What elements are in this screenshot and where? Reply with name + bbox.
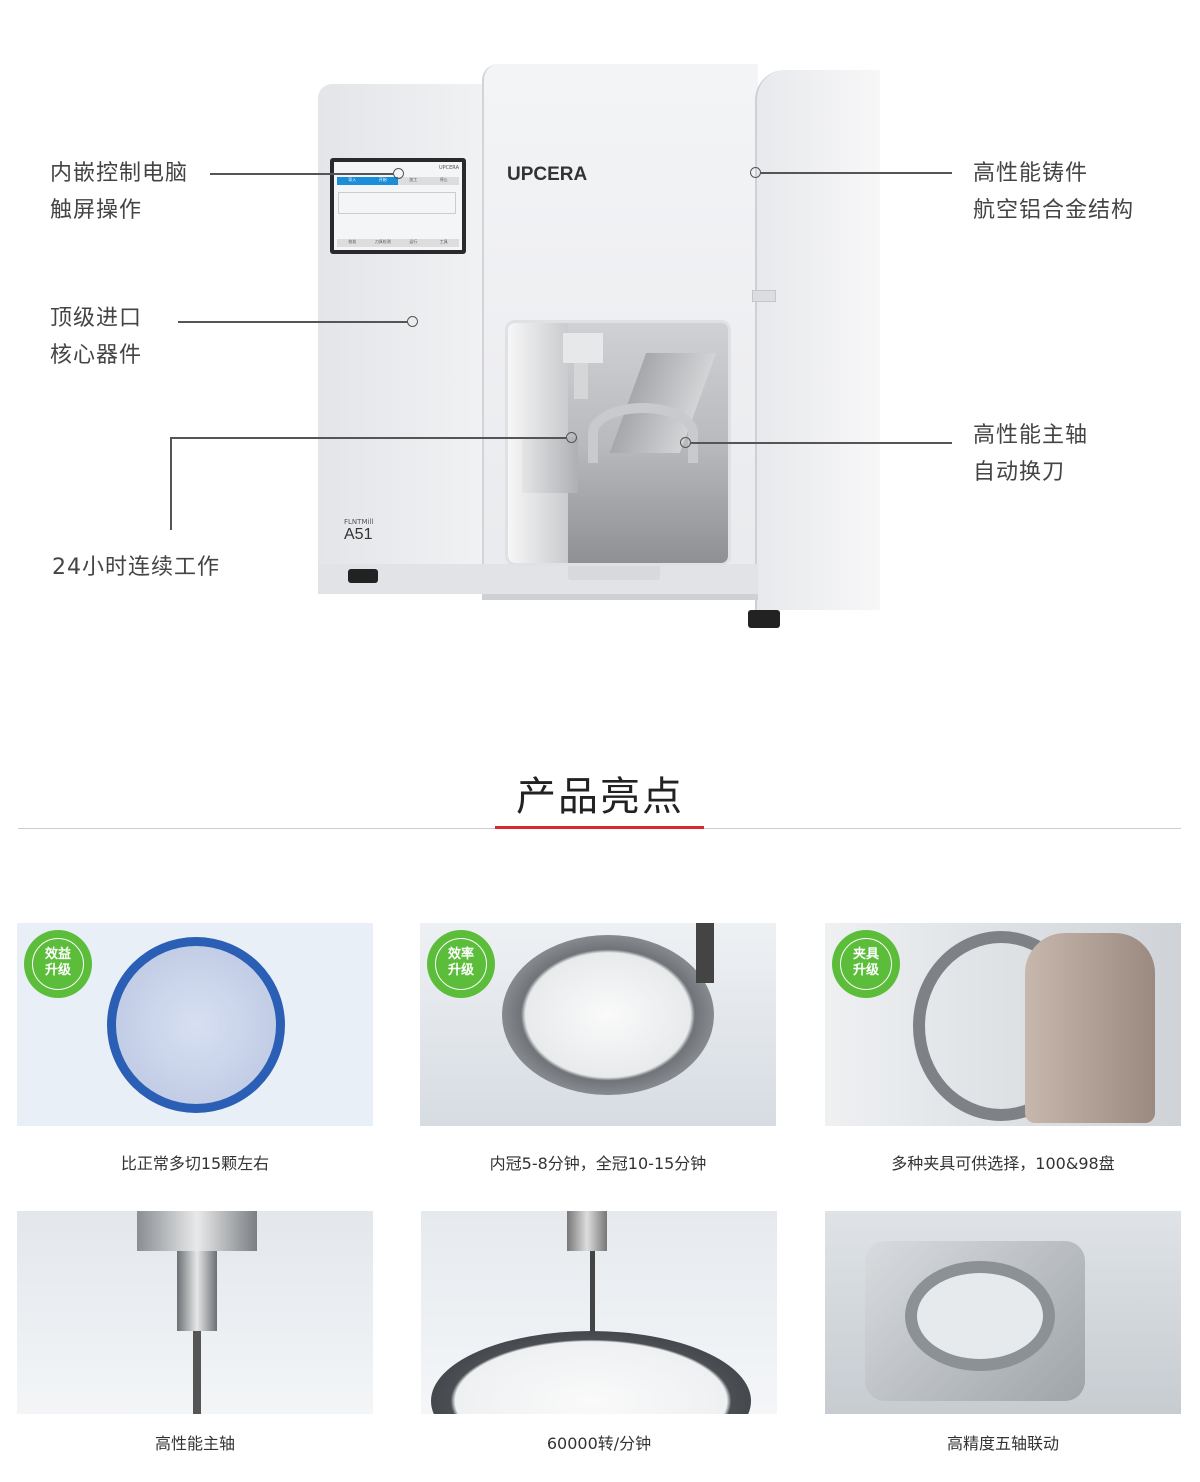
machine-window [505, 320, 731, 566]
screen-brand: UPCERA [438, 165, 459, 171]
callout-line: 触屏操作 [50, 198, 143, 223]
callout-line: 顶级进口 [50, 306, 143, 331]
screen-button: 校准 [348, 239, 357, 244]
screen-tab: 开始 [367, 177, 398, 185]
feature-image-fixture: 夹具升级 [825, 923, 1181, 1126]
callout-line: 内嵌控制电脑 [50, 161, 189, 186]
screen-tab: 导入 [337, 177, 368, 185]
screen-button: 工具 [439, 239, 448, 244]
milling-machine-image: UPCERA 导入 开始 加工 停止 校准 刀具检测 运行 工具 UPCERA … [318, 64, 880, 628]
model-name: A51 [344, 526, 373, 543]
model-series: FLNTMill [344, 518, 374, 526]
callout-leader [760, 172, 952, 174]
callout-line: 高性能主轴 [973, 423, 1089, 448]
callout-line: 自动换刀 [973, 460, 1066, 485]
callout-line: 核心器件 [50, 343, 143, 368]
callout-leader [170, 437, 566, 439]
callout-dot [750, 167, 761, 178]
brand-logo: UPCERA [507, 164, 588, 185]
callout-embedded-pc: 内嵌控制电脑 触屏操作 [50, 155, 188, 229]
section-title-underline [495, 826, 704, 829]
callout-line: 高性能铸件 [973, 161, 1089, 186]
callout-line: 24小时连续工作 [52, 555, 220, 580]
callout-spindle: 高性能主轴 自动换刀 [973, 417, 1088, 491]
upgrade-badge: 效益升级 [27, 933, 89, 995]
callout-leader [178, 321, 408, 323]
callout-24h: 24小时连续工作 [52, 549, 220, 586]
feature-caption: 60000转/分钟 [546, 1434, 652, 1453]
callout-line: 航空铝合金结构 [973, 198, 1135, 223]
screen-button: 运行 [409, 239, 418, 244]
feature-image-disc: 效益升级 [17, 923, 373, 1126]
section-title: 产品亮点 [516, 774, 684, 820]
callout-dot [407, 316, 418, 327]
feature-image-holder: 效率升级 [420, 923, 776, 1126]
callout-dot [566, 432, 577, 443]
callout-dot [393, 168, 404, 179]
feature-caption: 比正常多切15颗左右 [120, 1154, 270, 1173]
feature-caption: 多种夹具可供选择，100&98盘 [891, 1154, 1115, 1173]
feature-caption: 高性能主轴 [154, 1434, 235, 1453]
screen-button: 刀具检测 [374, 239, 391, 244]
feature-caption: 高精度五轴联动 [946, 1434, 1059, 1453]
callout-leader [210, 173, 393, 175]
screen-tab: 加工 [398, 177, 429, 185]
callout-leader [170, 437, 172, 530]
upgrade-badge: 效率升级 [430, 933, 492, 995]
callout-casting: 高性能铸件 航空铝合金结构 [973, 155, 1134, 229]
callout-core-components: 顶级进口 核心器件 [50, 300, 142, 374]
callout-leader [690, 442, 952, 444]
screen-tab: 停止 [428, 177, 459, 185]
feature-caption: 内冠5-8分钟，全冠10-15分钟 [489, 1154, 707, 1173]
feature-image-spindle [17, 1211, 373, 1414]
feature-image-five-axis [825, 1211, 1181, 1414]
upgrade-badge: 夹具升级 [835, 933, 897, 995]
callout-dot [680, 437, 691, 448]
feature-image-speed [421, 1211, 777, 1414]
